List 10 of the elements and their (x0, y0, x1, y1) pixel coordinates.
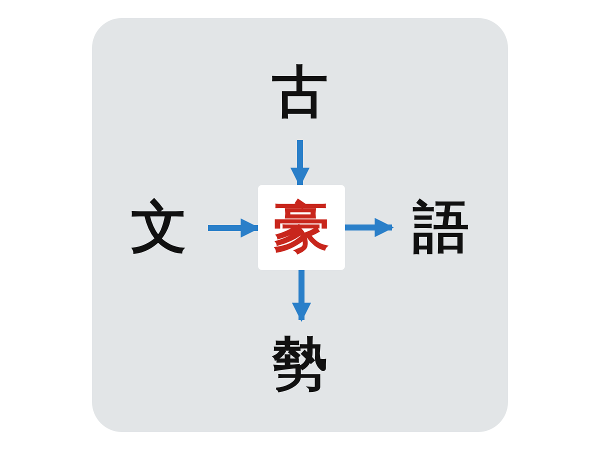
arrow (292, 270, 312, 322)
arrow (208, 218, 260, 238)
kanji-text: 文 (131, 200, 187, 256)
answer-box (258, 185, 345, 270)
kanji-text: 古 (272, 64, 328, 120)
answer-kanji: 豪 (274, 200, 330, 256)
kanji-text: 勢 (272, 337, 328, 393)
arrow (290, 140, 310, 187)
kanji-text: 語 (413, 200, 469, 256)
arrow (345, 218, 394, 238)
